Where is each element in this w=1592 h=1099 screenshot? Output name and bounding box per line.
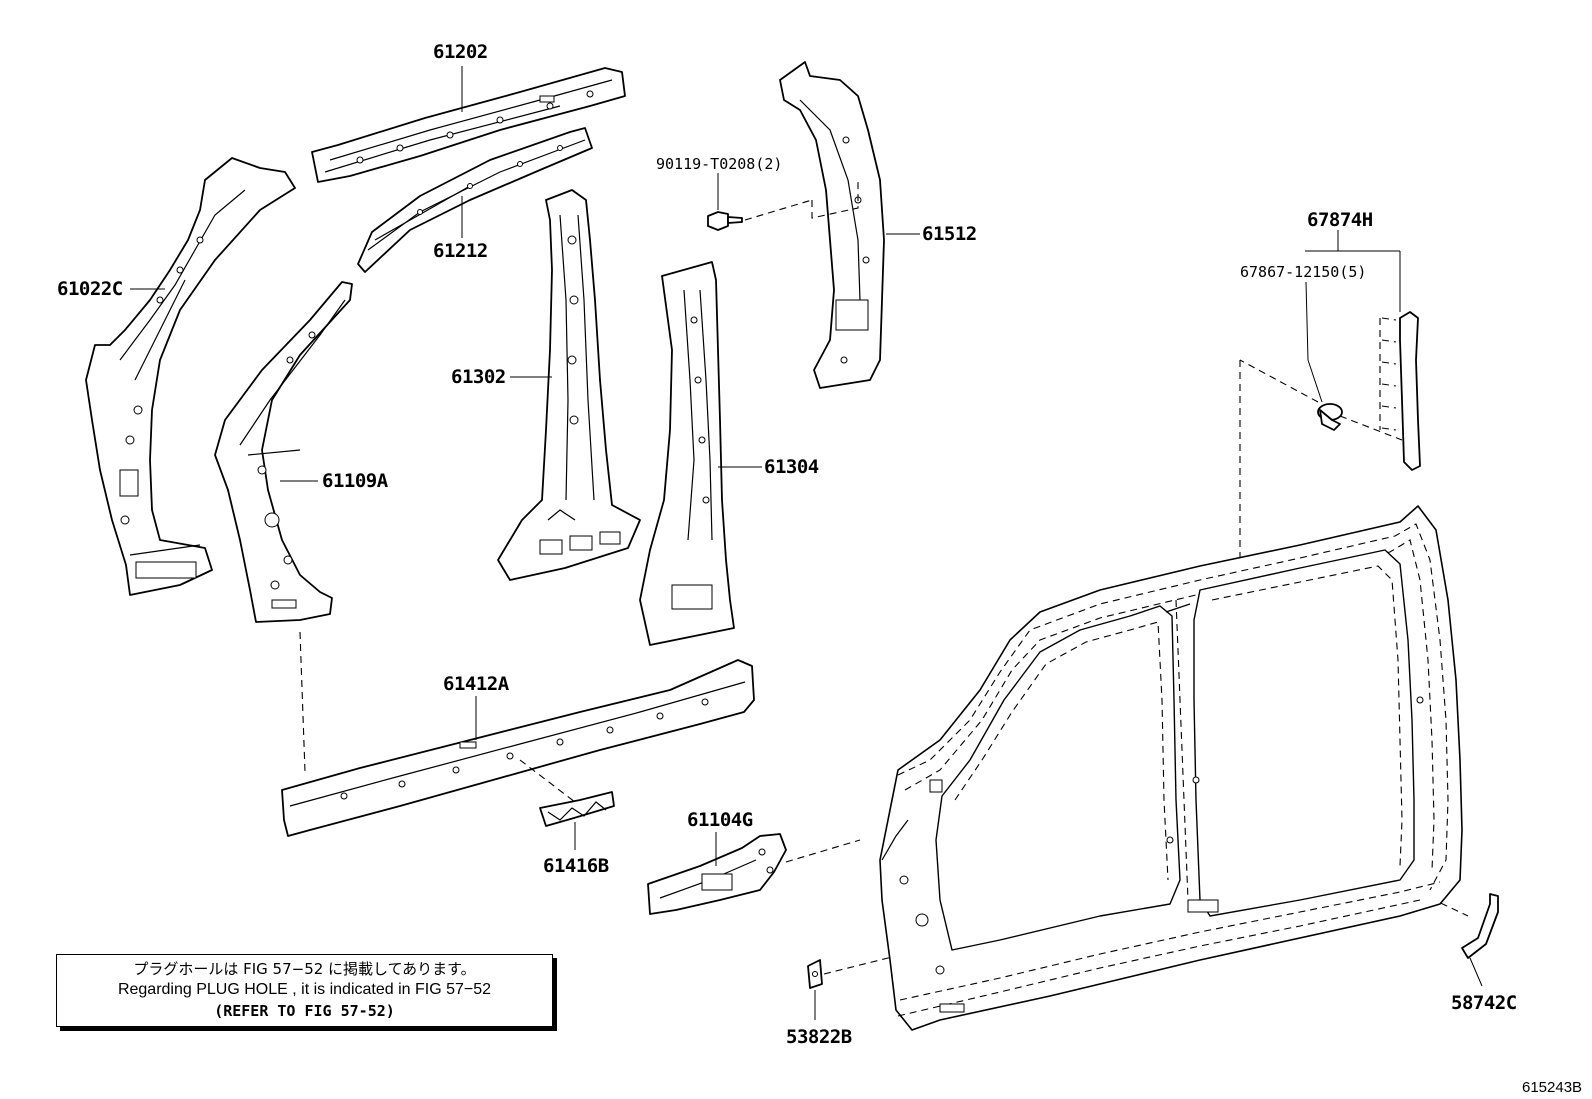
plug-hole-note: プラグホールは FIG 57−52 に掲載してあります。 Regarding P… bbox=[56, 954, 553, 1027]
part-61416B[interactable] bbox=[539, 791, 615, 827]
note-line-japanese: プラグホールは FIG 57−52 に掲載してあります。 bbox=[133, 960, 476, 978]
label-61212: 61212 bbox=[433, 240, 488, 262]
part-61212[interactable] bbox=[357, 127, 593, 273]
label-53822B: 53822B bbox=[786, 1026, 852, 1048]
part-53822B[interactable] bbox=[807, 959, 823, 989]
part-61202[interactable] bbox=[311, 67, 626, 183]
figure-number: 615243B bbox=[1522, 1079, 1582, 1096]
note-line-english: Regarding PLUG HOLE , it is indicated in… bbox=[117, 981, 492, 998]
note-line-refer: (REFER TO FIG 57-52) bbox=[214, 1002, 395, 1020]
part-67867-clip[interactable] bbox=[1317, 403, 1343, 431]
part-side-body-assembly bbox=[879, 505, 1463, 1031]
part-58742C[interactable] bbox=[1461, 893, 1499, 959]
part-67874H[interactable] bbox=[1399, 311, 1421, 471]
part-61104G[interactable] bbox=[647, 833, 787, 915]
label-61109A: 61109A bbox=[322, 470, 389, 492]
label-58742C: 58742C bbox=[1451, 992, 1517, 1014]
label-61302: 61302 bbox=[451, 366, 506, 388]
label-61202: 61202 bbox=[433, 41, 488, 63]
label-61512: 61512 bbox=[922, 223, 977, 245]
label-61416B: 61416B bbox=[543, 855, 609, 877]
part-61304[interactable] bbox=[639, 261, 735, 646]
part-61512[interactable] bbox=[779, 61, 885, 389]
label-90119: 90119-T0208(2) bbox=[656, 155, 782, 173]
label-67867: 67867-12150(5) bbox=[1240, 263, 1366, 281]
label-61412A: 61412A bbox=[443, 673, 510, 695]
part-61302[interactable] bbox=[497, 189, 641, 581]
label-61022C: 61022C bbox=[57, 278, 123, 300]
part-90119-bolt[interactable] bbox=[707, 211, 743, 231]
part-61022C[interactable] bbox=[85, 157, 296, 596]
label-67874H: 67874H bbox=[1307, 209, 1373, 231]
part-61109A[interactable] bbox=[214, 281, 353, 623]
part-61412A[interactable] bbox=[281, 659, 755, 837]
label-61304: 61304 bbox=[764, 456, 819, 478]
label-61104G: 61104G bbox=[687, 809, 753, 831]
